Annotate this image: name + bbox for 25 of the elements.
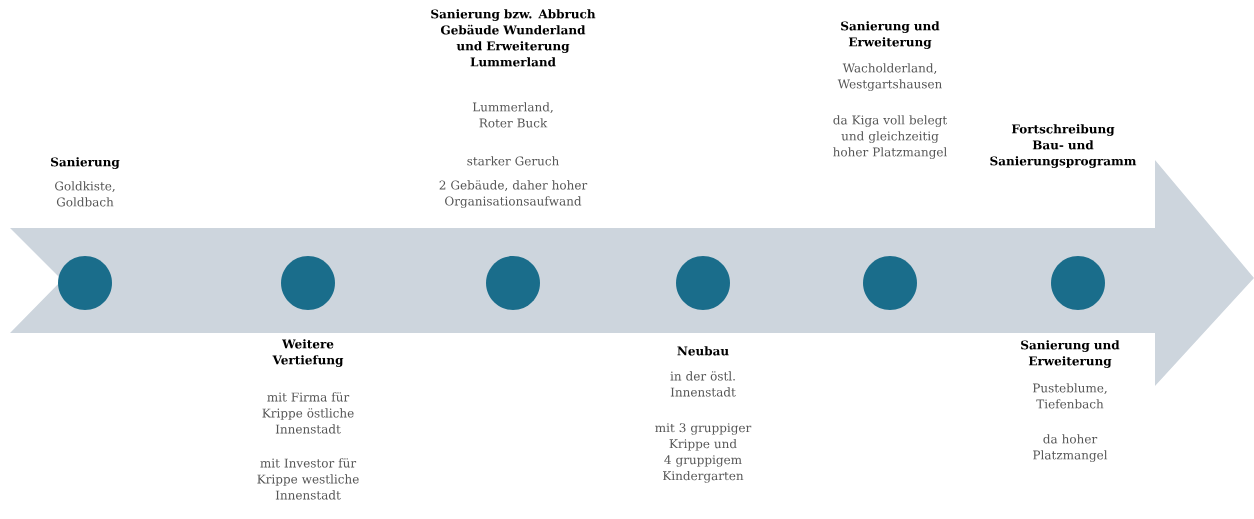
milestone-text: Pusteblume, Tiefenbach bbox=[1032, 383, 1107, 409]
milestone-text: 2 Gebäude, daher hoher Organisationsaufwand bbox=[439, 180, 588, 209]
milestone-circle bbox=[281, 256, 335, 310]
milestone-heading: Sanierung bzw. Abbruch Gebäude Wunderland und Erweiterung Lummerland bbox=[431, 9, 596, 67]
milestone-text: in der östl. Innenstadt bbox=[670, 371, 736, 397]
milestone-circle bbox=[863, 256, 917, 310]
milestone-text: mit Investor für Krippe westliche Innenstadt bbox=[257, 458, 359, 500]
milestone-text: Lummerland, Roter Buck bbox=[472, 102, 553, 128]
milestone-text: Goldkiste, Goldbach bbox=[55, 181, 115, 207]
milestone-circle bbox=[1051, 256, 1105, 310]
milestone-text: da hoher Platzmangel bbox=[1033, 434, 1108, 462]
milestone-heading: Sanierung und Erweiterung bbox=[841, 21, 940, 49]
milestone-text: mit 3 gruppiger Krippe und 4 gruppigem Kindergarten bbox=[655, 423, 752, 483]
milestone-text: da Kiga voll belegt und gleichzeitig hoher Platzmangel bbox=[833, 115, 948, 159]
milestone-heading: Neubau bbox=[677, 346, 729, 356]
milestone-circle bbox=[676, 256, 730, 310]
milestone-heading: Sanierung und Erweiterung bbox=[1021, 340, 1120, 368]
milestone-heading: Sanierung bbox=[51, 157, 120, 169]
milestone-text: Wacholderland, Westgartshausen bbox=[837, 63, 942, 91]
milestone-text: starker Geruch bbox=[467, 156, 559, 166]
milestone-heading: Weitere Vertiefung bbox=[272, 339, 344, 367]
milestone-heading: Fortschreibung Bau- und Sanierungsprogramm bbox=[990, 124, 1137, 168]
milestone-text: mit Firma für Krippe östliche Innenstadt bbox=[262, 392, 354, 434]
milestone-circle bbox=[58, 256, 112, 310]
milestone-circle bbox=[486, 256, 540, 310]
